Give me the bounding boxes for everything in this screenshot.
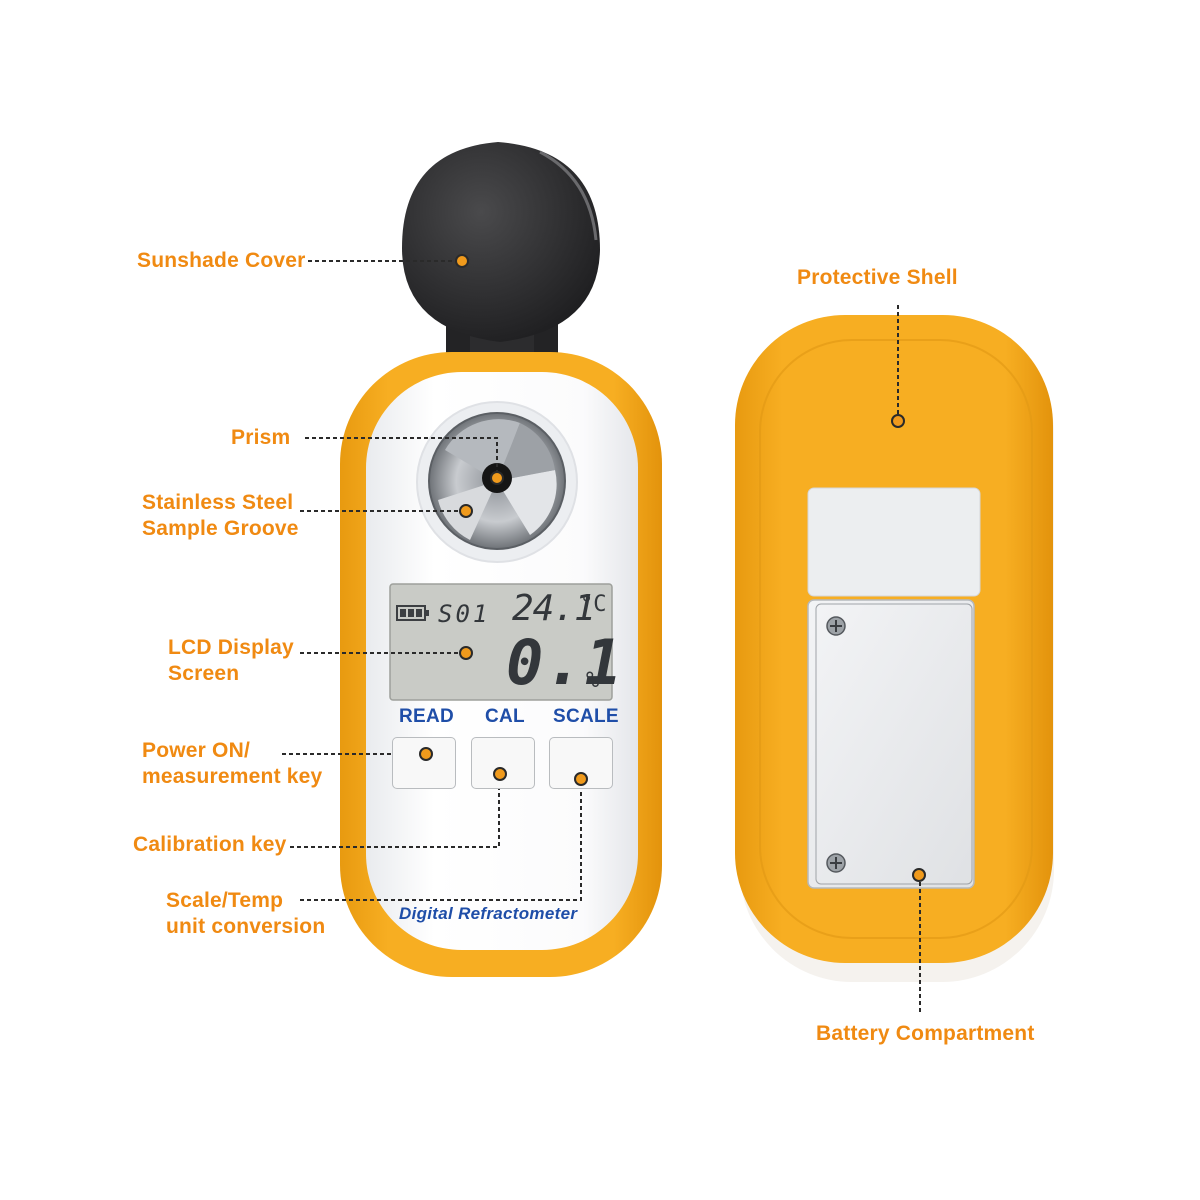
callout-dot — [459, 504, 473, 518]
label-prism: Prism — [231, 426, 291, 449]
callout-dot — [490, 471, 504, 485]
callout-dot — [455, 254, 469, 268]
cal-button[interactable] — [471, 737, 535, 789]
label-sunshade-cover: Sunshade Cover — [137, 249, 306, 272]
read-button[interactable] — [392, 737, 456, 789]
callout-dot — [912, 868, 926, 882]
lcd-temp-unit: °C — [580, 592, 607, 617]
label-scale-2: unit conversion — [166, 915, 326, 938]
callout-dot — [574, 772, 588, 786]
lcd-mode: S01 — [438, 600, 491, 628]
screw-icon — [826, 616, 846, 636]
callout-lines — [282, 260, 921, 1014]
label-lcd-1: LCD Display — [168, 636, 294, 659]
label-power-2: measurement key — [142, 765, 323, 788]
lcd-reading: 0.1 — [506, 626, 624, 699]
battery-icon — [396, 605, 429, 621]
screw-icon — [826, 853, 846, 873]
callout-dot — [493, 767, 507, 781]
label-sample-groove-2: Sample Groove — [142, 517, 299, 540]
brand-text: Digital Refractometer — [399, 904, 578, 923]
cal-key-label: CAL — [485, 706, 525, 727]
battery-compartment — [807, 487, 981, 889]
sunshade-cover[interactable] — [402, 142, 600, 374]
callout-dot — [459, 646, 473, 660]
label-scale-1: Scale/Temp — [166, 889, 284, 912]
label-lcd-2: Screen — [168, 662, 240, 685]
label-battery-compartment: Battery Compartment — [816, 1022, 1035, 1045]
lcd-reading-unit: % — [586, 668, 600, 693]
label-sample-groove-1: Stainless Steel — [142, 491, 294, 514]
callout-dot — [891, 414, 905, 428]
read-key-label: READ — [399, 706, 455, 727]
lcd-display — [389, 583, 613, 701]
label-power-1: Power ON/ — [142, 739, 250, 762]
callout-dot — [419, 747, 433, 761]
scale-key-label: SCALE — [553, 706, 619, 727]
lcd-temperature: 24.1 — [512, 588, 596, 629]
label-protective-shell: Protective Shell — [797, 266, 958, 289]
label-calibration-key: Calibration key — [133, 833, 287, 856]
